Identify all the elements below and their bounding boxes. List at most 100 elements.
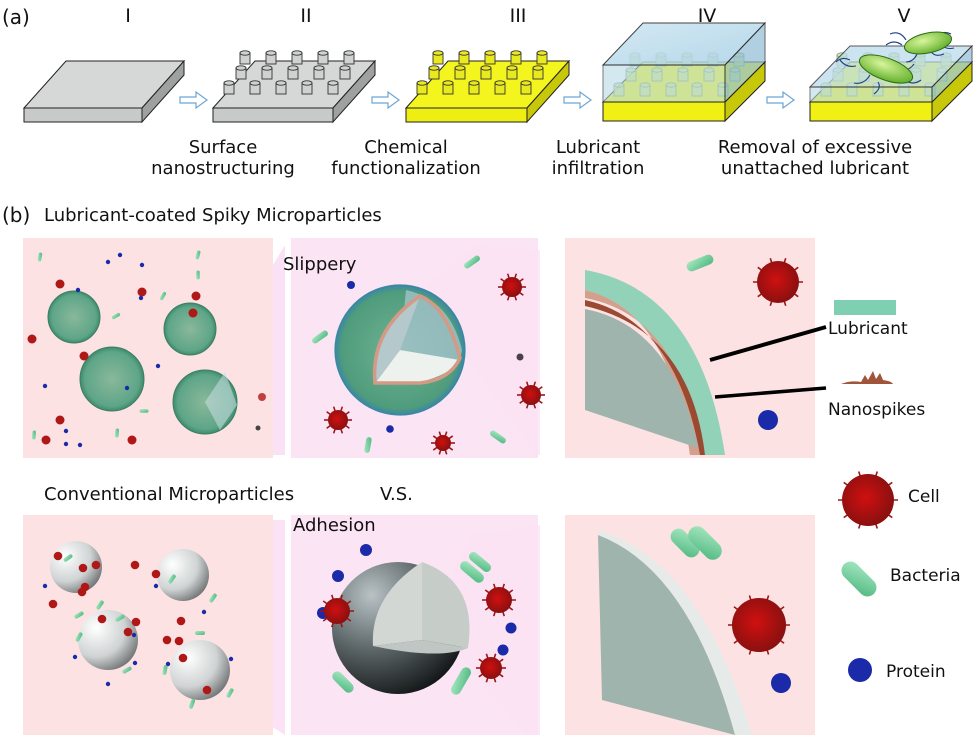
lubricant-nanospike-cross-section [585, 270, 725, 455]
cell-small [130, 560, 140, 570]
caption-stage-5-line1: Removal of excessive [717, 137, 913, 158]
nanopillar-top [480, 65, 492, 71]
stage-numeral-1: I [125, 5, 131, 27]
nanopillar-top [428, 65, 440, 71]
stage-numeral-3: III [509, 5, 527, 27]
protein [228, 656, 234, 662]
nanopillar-top [510, 50, 522, 56]
bacterium [168, 574, 176, 584]
nanopillar-top [343, 50, 355, 56]
bacterium [139, 409, 149, 413]
nanopillar-top [235, 65, 247, 71]
protein [75, 287, 81, 293]
bacterium [468, 552, 492, 572]
adhesion-particle-cutaway [332, 562, 470, 694]
bacterium [364, 437, 372, 453]
bacterium [226, 688, 234, 698]
nanopillar-top [536, 50, 548, 56]
slippery-section-title: Lubricant-coated Spiky Microparticles [44, 205, 382, 226]
arrow-4-icon [766, 90, 796, 110]
nanopillar-top [287, 65, 299, 71]
stage-numeral-5: V [897, 5, 911, 27]
cell-small [162, 635, 172, 645]
nanopillar-top [249, 80, 261, 86]
cell-small [127, 435, 137, 445]
protein [332, 570, 344, 582]
arrow-3-icon [563, 90, 593, 110]
protein [153, 583, 159, 589]
arrow-2-icon [371, 90, 401, 110]
cell-small [41, 435, 51, 445]
nanopillar-top [223, 80, 235, 86]
lubricant-legend-label: Lubricant [828, 319, 908, 339]
bacterium [37, 252, 43, 262]
nanopillar-top [442, 80, 454, 86]
caption-stage-3-line2: functionalization [331, 158, 481, 179]
cell-small [55, 279, 65, 289]
bacteria-flagella [835, 31, 955, 95]
bacterium [196, 270, 200, 280]
protein [72, 654, 78, 660]
cell-small [79, 351, 89, 361]
bacterium-2 [903, 31, 953, 55]
bacterium [195, 250, 201, 260]
caption-stage-3-line1: Chemical [364, 137, 448, 158]
nanospikes-legend-icon [841, 371, 893, 384]
nanopillar-top [275, 80, 287, 86]
cell-small [77, 587, 87, 597]
bacterium [209, 593, 217, 603]
bacterium [74, 611, 84, 619]
protein [42, 583, 48, 589]
protein [386, 425, 394, 433]
cell-detail-bottom [728, 595, 790, 655]
lubricated-microparticles [47, 290, 238, 435]
adhesion-label: Adhesion [293, 515, 376, 536]
caption-stage-5-line2: unattached lubricant [720, 158, 910, 179]
protein [139, 262, 145, 268]
cell [521, 385, 541, 405]
bacterium [188, 699, 196, 709]
cell-small [27, 334, 37, 344]
cell-small [137, 287, 147, 297]
protein [132, 660, 138, 666]
bacterium [162, 665, 168, 675]
protein [347, 281, 355, 289]
nanopillar-top [454, 65, 466, 71]
protein [124, 385, 130, 391]
cell [324, 598, 350, 624]
protein [131, 632, 137, 638]
slippery-particle-cutaway [334, 284, 466, 416]
cell-small [55, 415, 65, 425]
protein [63, 428, 69, 434]
nanopillar-top [484, 50, 496, 56]
nanopillar-top [506, 65, 518, 71]
protein [138, 295, 144, 301]
caption-stage-2-line2: nanostructuring [151, 158, 295, 179]
bacterium-1 [858, 54, 914, 84]
cell-small [174, 636, 184, 646]
nanospikes-legend-label: Nanospikes [828, 400, 926, 420]
nanopillar-top [339, 65, 351, 71]
cell [328, 410, 348, 430]
bacterium [63, 554, 73, 562]
slippery-label: Slippery [283, 254, 357, 275]
cell-small [176, 616, 186, 626]
cell-legend-body [842, 474, 894, 526]
stage-5-excess-removed [808, 31, 974, 123]
nanopillar-top [458, 50, 470, 56]
vs-label: V.S. [380, 484, 413, 505]
nanospikes-pointer-line [714, 386, 827, 399]
bacteria-legend-icon [841, 561, 877, 597]
caption-stage-2-line1: Surface [188, 137, 258, 158]
stage-1-plain-substrate [22, 59, 186, 124]
cell-small [191, 291, 201, 301]
cell-small [123, 627, 133, 637]
bacterium [122, 666, 132, 674]
bacterium [490, 430, 506, 444]
cell-small [516, 353, 524, 361]
cell-detail-top [753, 257, 803, 307]
bacterium [312, 330, 328, 344]
bacterium-detail-top [686, 254, 714, 272]
caption-stage-4-line2: infiltration [551, 158, 645, 179]
cell-detail-bottom-body [732, 598, 786, 652]
